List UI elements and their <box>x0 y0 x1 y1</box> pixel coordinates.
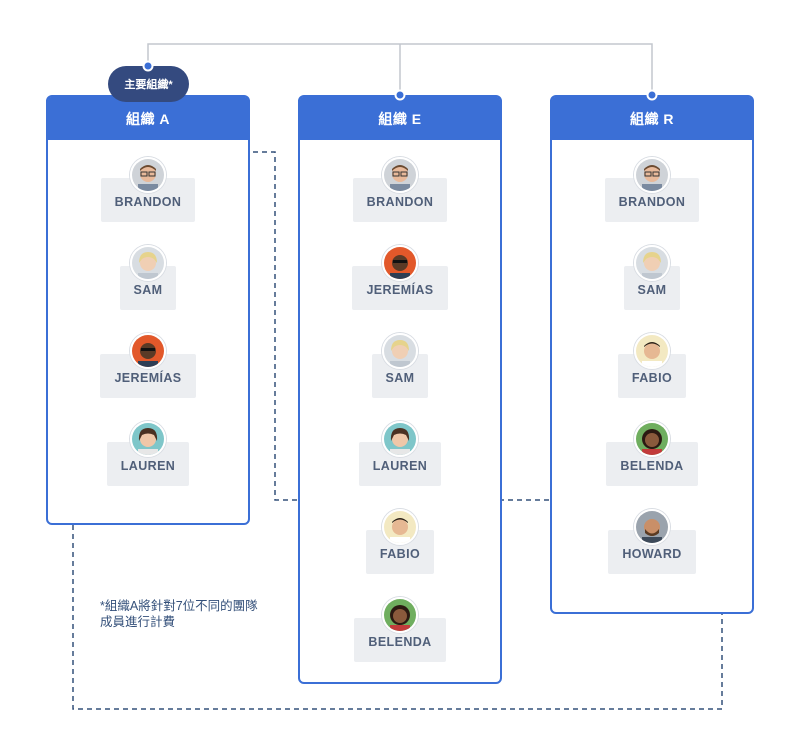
primary-org-tag: 主要組織* <box>108 66 189 102</box>
member-brandon[interactable]: BRANDON <box>326 157 474 222</box>
org-header: 組織 A <box>48 97 248 140</box>
avatar-belenda <box>382 597 418 633</box>
org-header: 組織 E <box>300 97 500 140</box>
member-belenda[interactable]: BELENDA <box>326 597 474 662</box>
member-lauren[interactable]: LAUREN <box>74 421 222 486</box>
avatar-sam <box>634 245 670 281</box>
member-name: SAM <box>623 266 681 310</box>
member-fabio[interactable]: FABIO <box>578 333 726 398</box>
member-sam[interactable]: SAM <box>74 245 222 310</box>
billing-outline <box>72 151 723 710</box>
avatar-jeremias <box>382 245 418 281</box>
connector-dot <box>394 89 406 101</box>
member-name: JEREMÍAS <box>100 354 196 398</box>
member-fabio[interactable]: FABIO <box>326 509 474 574</box>
member-name: JEREMÍAS <box>352 266 448 310</box>
avatar-fabio <box>634 333 670 369</box>
avatar-brandon <box>382 157 418 193</box>
org-header: 組織 R <box>552 97 752 140</box>
avatar-brandon <box>130 157 166 193</box>
member-brandon[interactable]: BRANDON <box>74 157 222 222</box>
avatar-fabio <box>382 509 418 545</box>
avatar-sam <box>382 333 418 369</box>
avatar-belenda <box>634 421 670 457</box>
connector-dot <box>646 89 658 101</box>
member-sam[interactable]: SAM <box>578 245 726 310</box>
member-name: FABIO <box>365 530 435 574</box>
member-lauren[interactable]: LAUREN <box>326 421 474 486</box>
avatar-lauren <box>130 421 166 457</box>
connector-path <box>147 43 653 95</box>
member-jeremias[interactable]: JEREMÍAS <box>74 333 222 398</box>
avatar-lauren <box>382 421 418 457</box>
member-belenda[interactable]: BELENDA <box>578 421 726 486</box>
member-brandon[interactable]: BRANDON <box>578 157 726 222</box>
member-jeremias[interactable]: JEREMÍAS <box>326 245 474 310</box>
member-name: HOWARD <box>608 530 696 574</box>
avatar-sam <box>130 245 166 281</box>
member-sam[interactable]: SAM <box>326 333 474 398</box>
billing-note: *組織A將針對7位不同的團隊成員進行計費 <box>100 599 258 629</box>
avatar-howard <box>634 509 670 545</box>
avatar-jeremias <box>130 333 166 369</box>
avatar-brandon <box>634 157 670 193</box>
member-howard[interactable]: HOWARD <box>578 509 726 574</box>
member-name: BELENDA <box>354 618 446 662</box>
